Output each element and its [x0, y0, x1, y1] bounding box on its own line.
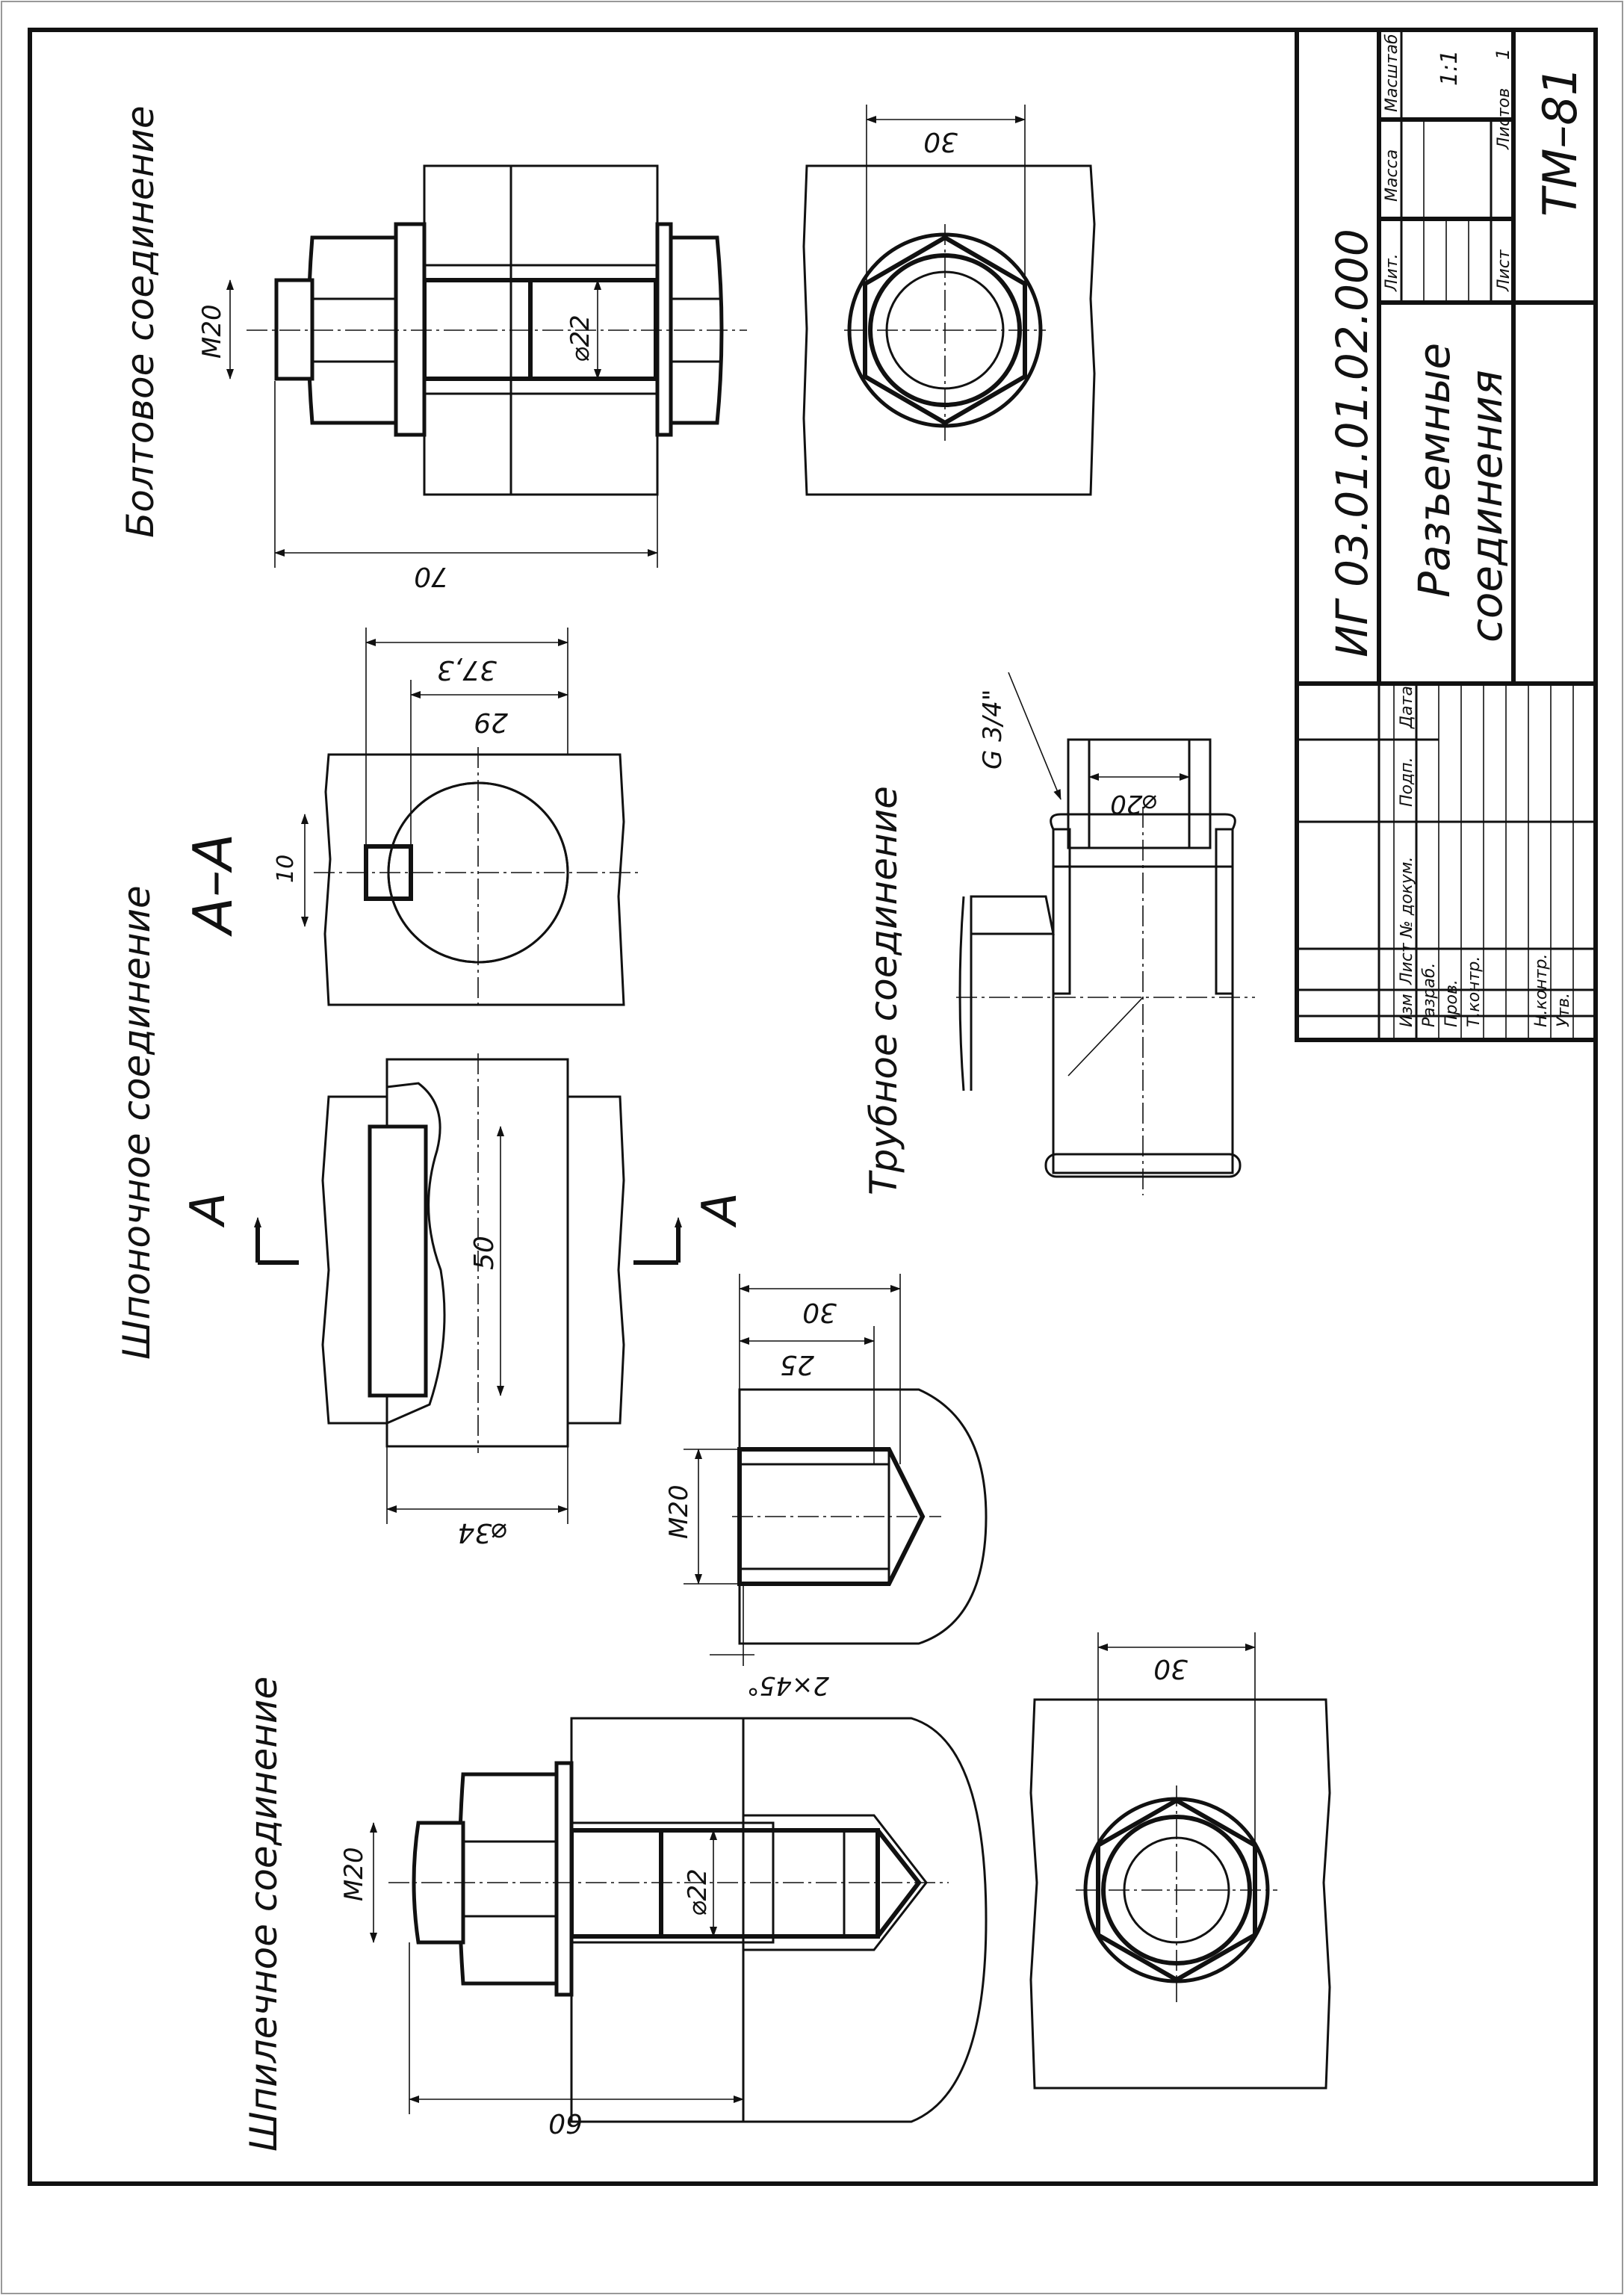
- bolt-hole-dia: ⌀22: [565, 315, 595, 362]
- key-connection-view: Шпоночное соединение 50 ⌀34 А А А–А: [115, 628, 748, 1548]
- section-mark-a-left: А: [181, 1192, 236, 1228]
- key-shaft-dia: ⌀34: [458, 1517, 508, 1548]
- label-list: Лист: [1495, 249, 1513, 292]
- section-title: А–А: [182, 833, 244, 937]
- drawing-title-line2: соединения: [1461, 370, 1512, 642]
- hole-chamfer: 2×45°: [747, 1670, 829, 1700]
- group-code: ТМ–81: [1533, 66, 1587, 217]
- label-lit: Лит.: [1383, 253, 1401, 292]
- hole-thread: M20: [664, 1484, 694, 1539]
- label-podp: Подп.: [1398, 757, 1416, 807]
- stud-hole-dia: ⌀22: [683, 1868, 713, 1916]
- drawing-frame: [28, 28, 1598, 2186]
- pipe-connection-view: Трубное соединение ⌀20 G 3/4": [862, 672, 1255, 1195]
- title-block: ИГ 03.01.01.02.000 Разъемные соединения …: [1295, 28, 1598, 1042]
- scale-value: 1:1: [1437, 50, 1463, 86]
- threaded-hole-view: M20 30 25 2×45°: [664, 1274, 988, 1700]
- bolt-title: Болтовое соединение: [119, 105, 162, 538]
- sheet-count: 1: [1493, 49, 1513, 60]
- stud-nut-size: 30: [1153, 1653, 1188, 1684]
- label-nkontr: Н.контр.: [1532, 954, 1551, 1027]
- label-izm: Изм: [1398, 994, 1416, 1027]
- label-masshtab: Масштаб: [1383, 34, 1401, 112]
- label-prov: Пров.: [1442, 979, 1461, 1027]
- hole-depth-30: 30: [802, 1297, 837, 1328]
- bolt-length: 70: [414, 561, 448, 592]
- label-tkontr: Т.контр.: [1465, 956, 1484, 1027]
- key-dim-29: 29: [474, 707, 508, 737]
- label-massa: Масса: [1383, 149, 1401, 202]
- pipe-thread: G 3/4": [978, 689, 1008, 769]
- bolt-thread-label: M20: [197, 304, 227, 359]
- label-razrab: Разраб.: [1420, 963, 1439, 1027]
- pipe-title: Трубное соединение: [862, 786, 905, 1195]
- label-data: Дата: [1398, 686, 1416, 729]
- stud-length: 60: [548, 2107, 583, 2138]
- key-title: Шпоночное соединение: [115, 885, 158, 1360]
- section-mark-a-right: А: [692, 1192, 748, 1228]
- label-utv: Утв.: [1555, 993, 1573, 1027]
- bolt-nut-size: 30: [923, 126, 958, 157]
- stud-title: Шпилечное соединение: [242, 1676, 285, 2152]
- label-list-col: Лист: [1398, 942, 1416, 985]
- key-width-label: 10: [273, 855, 299, 883]
- stud-connection-view: Шпилечное соединение ⌀22 M20 60 30: [242, 1632, 1331, 2152]
- label-docnum: № докум.: [1398, 857, 1416, 938]
- hole-depth-25: 25: [780, 1349, 814, 1380]
- key-dim-373: 37,3: [437, 654, 497, 685]
- stud-thread: M20: [339, 1847, 369, 1901]
- drawing-code: ИГ 03.01.01.02.000: [1327, 229, 1377, 657]
- bolt-connection-view: Болтовое соединение M20 ⌀22 70: [119, 105, 1096, 592]
- key-length: 50: [469, 1236, 500, 1270]
- label-listov: Листов: [1495, 88, 1513, 150]
- drawing-title-line1: Разъемные: [1409, 343, 1460, 598]
